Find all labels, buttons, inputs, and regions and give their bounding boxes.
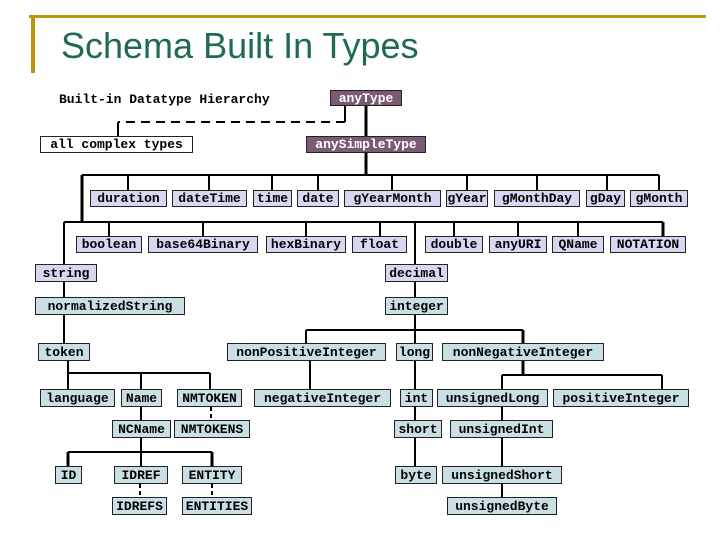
type-node-allComplexTypes: all complex types [40,136,193,153]
type-node-boolean: boolean [76,236,142,253]
type-node-NOTATION: NOTATION [610,236,686,253]
type-node-ENTITIES: ENTITIES [182,497,252,515]
type-node-double: double [425,236,483,253]
type-node-date: date [297,190,339,207]
type-node-gMonthDay: gMonthDay [494,190,580,207]
type-node-negativeInteger: negativeInteger [254,389,391,407]
type-node-gDay: gDay [586,190,625,207]
type-node-float: float [352,236,407,253]
type-node-NMTOKEN: NMTOKEN [177,389,242,407]
type-node-nonNegativeInteger: nonNegativeInteger [442,343,604,361]
type-node-NMTOKENS: NMTOKENS [174,420,250,438]
type-node-Name: Name [121,389,162,407]
type-node-NCName: NCName [112,420,171,438]
type-node-duration: duration [90,190,167,207]
type-node-string: string [35,264,97,282]
type-node-IDREFS: IDREFS [112,497,167,515]
type-node-ID: ID [55,466,82,484]
type-node-unsignedLong: unsignedLong [437,389,548,407]
type-node-int: int [400,389,433,407]
type-node-anySimpleType: anySimpleType [306,136,426,153]
type-node-QName: QName [552,236,604,253]
type-node-gYear: gYear [446,190,488,207]
type-node-anyURI: anyURI [489,236,547,253]
type-node-short: short [394,420,442,438]
type-node-dateTime: dateTime [172,190,247,207]
type-node-nonPositiveInteger: nonPositiveInteger [227,343,386,361]
type-node-language: language [40,389,115,407]
type-node-normalizedString: normalizedString [35,297,185,315]
type-node-unsignedByte: unsignedByte [447,497,557,515]
type-node-decimal: decimal [385,264,448,282]
type-node-token: token [38,343,90,361]
type-node-gMonth: gMonth [630,190,688,207]
type-node-time: time [253,190,292,207]
accent-left-line [31,17,35,73]
type-node-positiveInteger: positiveInteger [553,389,689,407]
type-node-anyType: anyType [330,90,402,106]
type-node-long: long [396,343,433,361]
type-node-integer: integer [385,297,448,315]
diagram-caption: Built-in Datatype Hierarchy [59,92,270,107]
type-node-base64Binary: base64Binary [148,236,258,253]
accent-top-line [29,15,706,18]
type-node-unsignedInt: unsignedInt [450,420,553,438]
type-node-ENTITY: ENTITY [182,466,242,484]
type-node-byte: byte [395,466,437,484]
type-node-unsignedShort: unsignedShort [442,466,562,484]
slide-title: Schema Built In Types [61,25,419,66]
type-node-hexBinary: hexBinary [266,236,346,253]
type-node-gYearMonth: gYearMonth [344,190,441,207]
type-node-IDREF: IDREF [114,466,168,484]
